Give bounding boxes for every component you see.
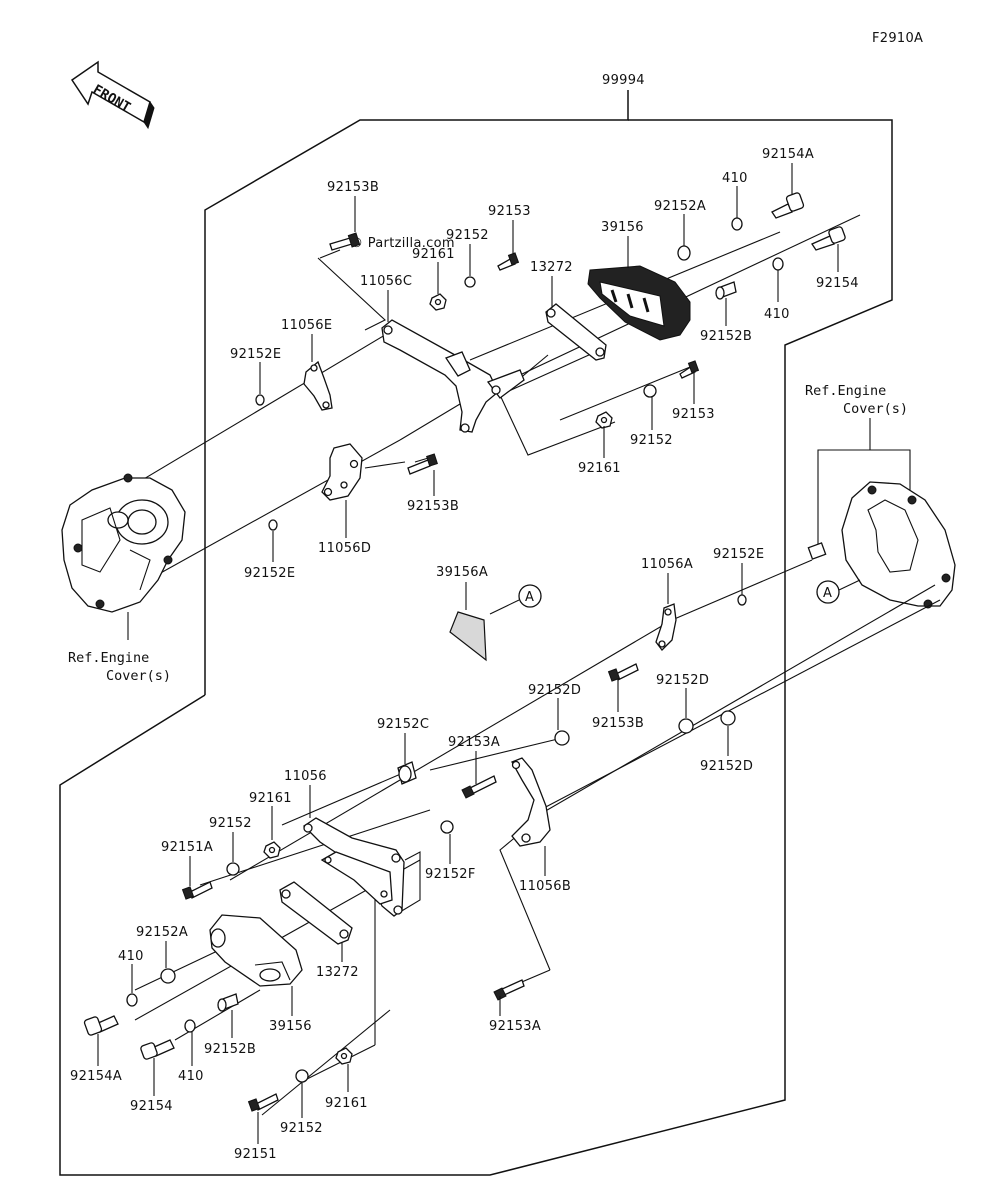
label-92152-low: 92152: [209, 816, 252, 831]
label-92153a-mid: 92153A: [448, 735, 500, 750]
label-11056d: 11056D: [318, 541, 371, 556]
label-39156-top: 39156: [601, 220, 644, 235]
label-92154-top: 92154: [816, 276, 859, 291]
front-arrow-icon: FRONT: [70, 60, 155, 130]
label-92153b-top: 92153B: [327, 180, 379, 195]
washer-92152f: [440, 820, 454, 834]
label-92152f: 92152F: [425, 867, 476, 882]
label-11056a: 11056A: [641, 557, 693, 572]
callout-a-left: A: [489, 584, 542, 615]
label-92152d-c: 92152D: [700, 759, 753, 774]
label-11056: 11056: [284, 769, 327, 784]
bracket-11056c: [381, 319, 499, 433]
label-11056e: 11056E: [281, 318, 332, 333]
label-39156-low: 39156: [269, 1019, 312, 1034]
ref-engine-cover-left-line2: Cover(s): [106, 668, 171, 684]
label-92152-mid: 92152: [630, 433, 673, 448]
label-92152e-low: 92152E: [244, 566, 295, 581]
watermark: © Partzilla.com: [350, 236, 455, 251]
label-92152-bottom: 92152: [280, 1121, 323, 1136]
bracket-11056d: [321, 443, 363, 501]
label-92153b-mid: 92153B: [407, 499, 459, 514]
bracket-11056: [302, 817, 405, 917]
label-410-low-b: 410: [178, 1069, 204, 1084]
bracket-arm-upper: [486, 369, 525, 399]
bracket-11056e: [303, 360, 333, 411]
label-92153a-low: 92153A: [489, 1019, 541, 1034]
label-92152b-top: 92152B: [700, 329, 752, 344]
pad-39156a: [449, 611, 487, 662]
label-92153-top: 92153: [488, 204, 531, 219]
label-92153b-low: 92153B: [592, 716, 644, 731]
label-410-top-a: 410: [722, 171, 748, 186]
label-39156a: 39156A: [436, 565, 488, 580]
label-13272-low: 13272: [316, 965, 359, 980]
label-92152d-b: 92152D: [656, 673, 709, 688]
ref-engine-cover-left-line1: Ref.Engine: [68, 650, 149, 666]
label-11056c: 11056C: [360, 274, 412, 289]
fasteners-upper: [255, 192, 846, 531]
label-11056b: 11056B: [519, 879, 571, 894]
label-92153-mid: 92153: [672, 407, 715, 422]
slider-39156-low: [209, 914, 303, 987]
label-92154-low: 92154: [130, 1099, 173, 1114]
label-92152b-low: 92152B: [204, 1042, 256, 1057]
label-410-low-a: 410: [118, 949, 144, 964]
label-410-top-b: 410: [764, 307, 790, 322]
callout-a-right: A: [816, 579, 861, 604]
label-13272-top: 13272: [530, 260, 573, 275]
diagram-code: F2910A: [872, 31, 923, 46]
spacer-92152d-a: [554, 730, 570, 746]
label-92152d-a: 92152D: [528, 683, 581, 698]
label-92161-mid: 92161: [578, 461, 621, 476]
label-92152a-low: 92152A: [136, 925, 188, 940]
svg-text:A: A: [525, 590, 534, 605]
label-92161-low: 92161: [249, 791, 292, 806]
bracket-11056a: [655, 603, 677, 651]
leader-lines-lower: [134, 559, 941, 1116]
label-92152e-left: 92152E: [230, 347, 281, 362]
label-92152-top: 92152: [446, 228, 489, 243]
label-92161-bottom: 92161: [325, 1096, 368, 1111]
ref-engine-cover-right-line1: Ref.Engine: [805, 383, 886, 399]
plate-13272-top: [545, 303, 607, 361]
spacer-92152d-c: [720, 710, 736, 726]
slider-39156-top: [587, 265, 691, 341]
washer-92152e-right: [737, 594, 747, 606]
engine-cover-right: [807, 481, 956, 609]
label-92152a-top: 92152A: [654, 199, 706, 214]
label-92151: 92151: [234, 1147, 277, 1162]
label-92154a-low: 92154A: [70, 1069, 122, 1084]
ref-engine-cover-right-line2: Cover(s): [843, 401, 908, 417]
label-92151a: 92151A: [161, 840, 213, 855]
plate-13272-low: [279, 881, 353, 945]
assembly-frame: [59, 90, 893, 1176]
spacer-92152d-b: [678, 718, 694, 734]
label-92152e-right: 92152E: [713, 547, 764, 562]
label-99994: 99994: [602, 73, 645, 88]
label-92152c: 92152C: [377, 717, 429, 732]
engine-cover-left: [61, 473, 186, 613]
svg-text:A: A: [823, 586, 832, 601]
label-92154a-top: 92154A: [762, 147, 814, 162]
fasteners-lower: [83, 841, 525, 1112]
label-92161-top: 92161: [412, 247, 455, 262]
bracket-11056b: [511, 757, 551, 847]
